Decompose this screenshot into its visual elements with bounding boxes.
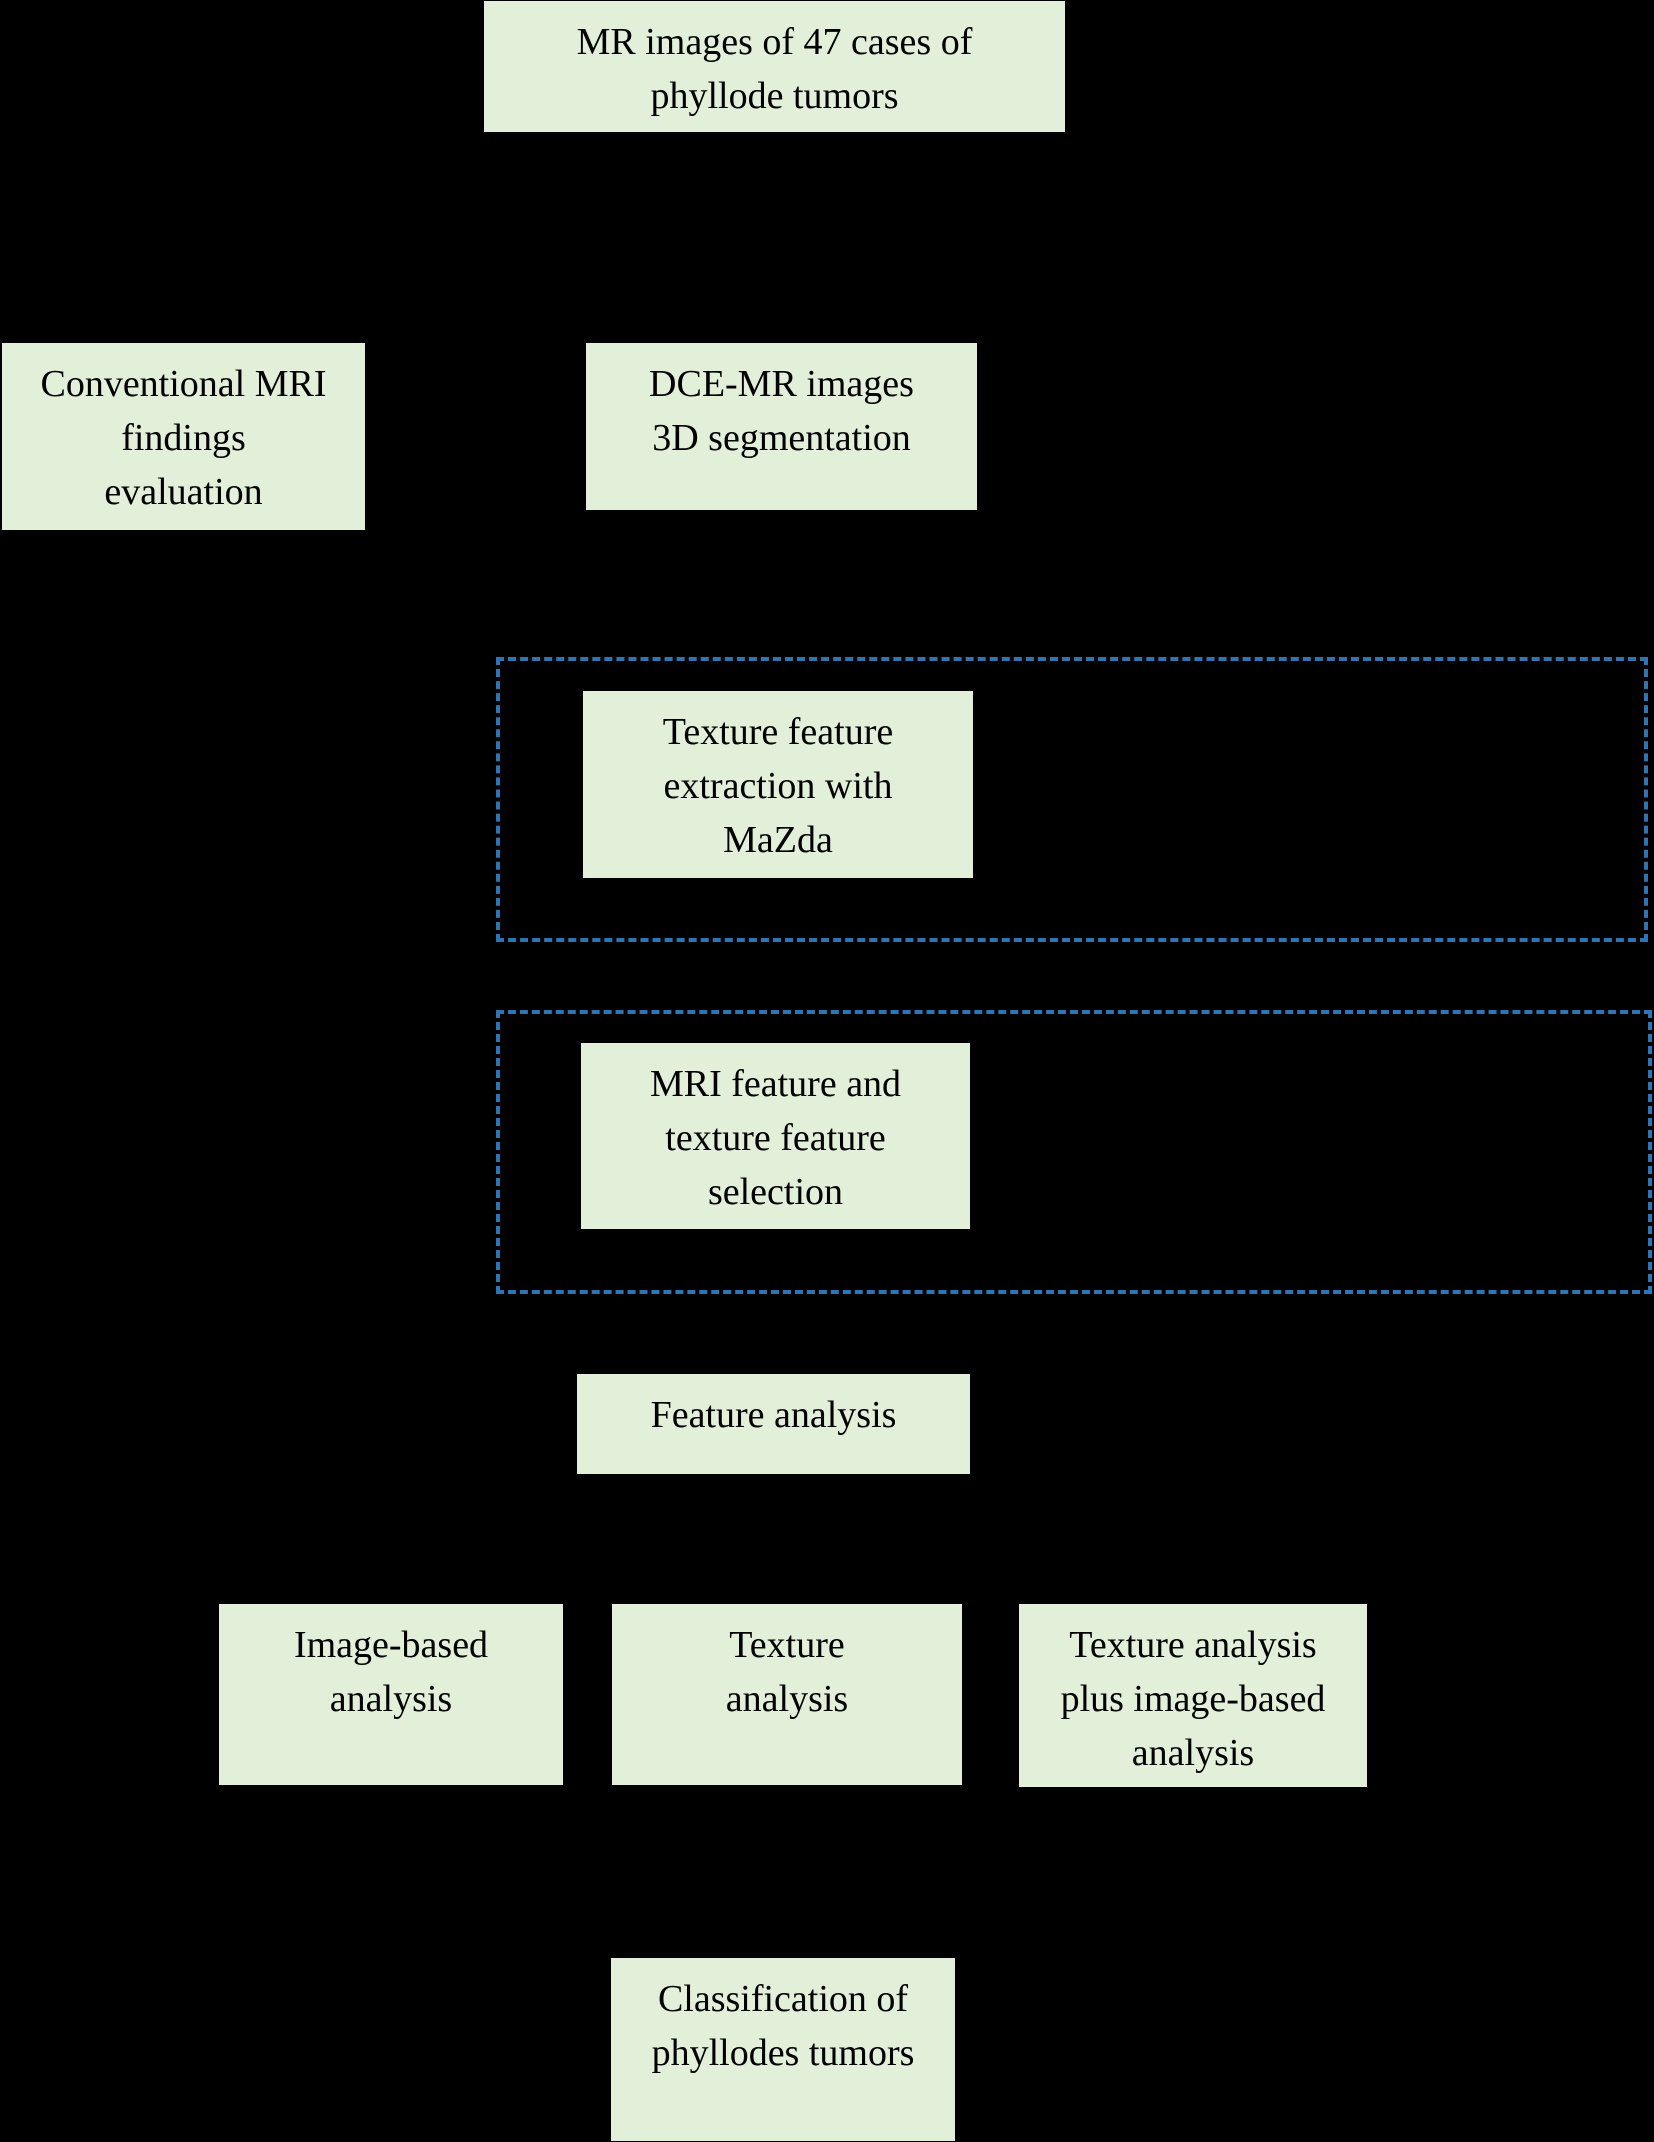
node-text-line: extraction with [663,765,893,807]
node-text-line: phyllodes tumors [651,2032,915,2074]
node-text-line: 3D segmentation [652,417,911,459]
texture-extraction-node: Texture feature extraction with MaZda [583,691,973,878]
feature-selection-group [496,1010,1652,1294]
node-text-line: analysis [725,1678,849,1720]
node-text-line: phyllode tumors [650,75,899,117]
node-text-line: Texture analysis [1069,1624,1317,1666]
conventional-mri-node: Conventional MRI findings evaluation [2,343,365,530]
node-text-line: MR images of 47 cases of [576,21,973,63]
node-text-line: Feature analysis [650,1394,897,1436]
node-text-line: MaZda [723,819,833,861]
node-text-line: evaluation [104,471,263,513]
texture-extraction-group [496,657,1648,942]
classification-node: Classification of phyllodes tumors [611,1958,955,2141]
node-text-line: Conventional MRI [40,363,327,405]
node-text-line: selection [707,1171,844,1213]
combined-analysis-node: Texture analysis plus image-based analys… [1019,1604,1367,1787]
node-text-line: Image-based [293,1624,489,1666]
node-text-line: Texture [729,1624,845,1666]
texture-analysis-node: Texture analysis [612,1604,962,1785]
node-text-line: Texture feature [662,711,894,753]
image-based-analysis-node: Image-based analysis [219,1604,563,1785]
node-text-line: MRI feature and [649,1063,902,1105]
feature-analysis-node: Feature analysis [577,1374,970,1474]
node-text-line: plus image-based [1060,1678,1326,1720]
node-text-line: texture feature [665,1117,886,1159]
mr-images-node: MR images of 47 cases of phyllode tumors [484,1,1065,132]
node-text-line: analysis [329,1678,453,1720]
node-text-line: analysis [1131,1732,1255,1774]
node-text-line: Classification of [657,1978,909,2020]
dce-segmentation-node: DCE-MR images 3D segmentation [586,343,977,510]
node-text-line: findings [121,417,246,459]
feature-selection-node: MRI feature and texture feature selectio… [581,1043,970,1229]
node-text-line: DCE-MR images [649,363,914,405]
